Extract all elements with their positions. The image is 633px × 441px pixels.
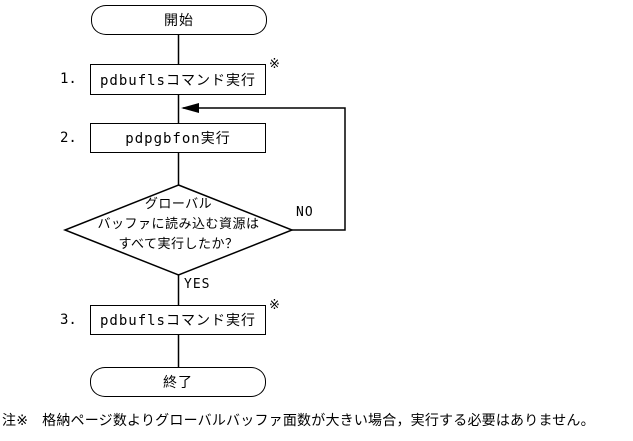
step2-number: 2. bbox=[60, 130, 77, 146]
decision-question: グローバル バッファに読み込む資源は すべて実行したか？ bbox=[65, 195, 292, 255]
end-label: 終了 bbox=[163, 375, 193, 391]
step3-number: 3. bbox=[60, 312, 77, 328]
step1-process-box: pdbuflsコマンド実行 bbox=[90, 64, 266, 95]
footnote: 注※ 格納ページ数よりグローバルバッファ面数が大きい場合，実行する必要はありません… bbox=[2, 410, 632, 430]
no-branch-arrowhead-icon bbox=[181, 103, 199, 113]
step1-number: 1. bbox=[60, 71, 77, 87]
step1-footnote-mark: ※ bbox=[269, 57, 280, 72]
decision-diamond bbox=[62, 184, 295, 276]
no-branch-label: NO bbox=[296, 205, 314, 220]
step2-label: pdpgbfon実行 bbox=[125, 131, 231, 147]
decision-question-line1: グローバル bbox=[144, 197, 213, 212]
end-terminal: 終了 bbox=[90, 367, 266, 397]
start-terminal: 開始 bbox=[91, 5, 267, 35]
step3-footnote-mark: ※ bbox=[269, 298, 280, 313]
footnote-text: 格納ページ数よりグローバルバッファ面数が大きい場合，実行する必要はありません。 bbox=[42, 413, 595, 429]
step2-process-box: pdpgbfon実行 bbox=[90, 123, 266, 153]
step3-process-box: pdbuflsコマンド実行 bbox=[90, 305, 266, 335]
decision-question-line2: バッファに読み込む資源は bbox=[97, 217, 260, 232]
decision-question-line3: すべて実行したか？ bbox=[118, 237, 239, 252]
footnote-prefix: 注※ bbox=[2, 413, 29, 429]
start-label: 開始 bbox=[164, 13, 194, 29]
no-branch-feedback-line bbox=[183, 107, 346, 231]
step3-label: pdbuflsコマンド実行 bbox=[99, 313, 256, 329]
step1-label: pdbuflsコマンド実行 bbox=[99, 72, 256, 89]
yes-branch-label: YES bbox=[184, 277, 211, 292]
